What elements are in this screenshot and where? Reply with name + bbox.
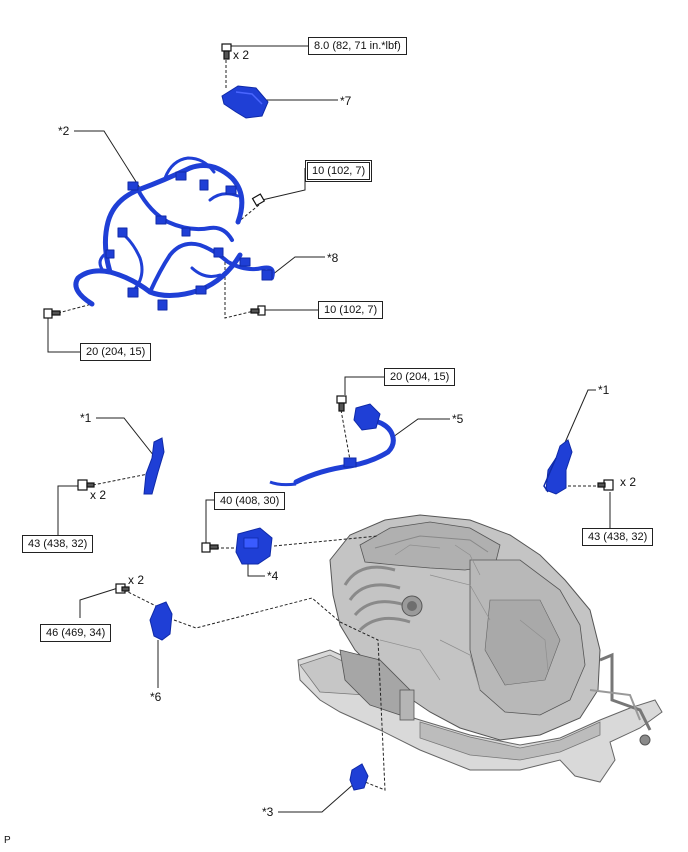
bolt-icon-item5 [336, 395, 347, 412]
bolt-icons [43, 43, 614, 594]
callout-part-8: *8 [327, 251, 339, 265]
torque-spec-left-bracket: 43 (438, 32) [22, 535, 94, 553]
bolt-icon-item6 [115, 583, 130, 594]
callout-part-1-left: *1 [80, 411, 92, 425]
bolt-icon-right-bracket [597, 479, 614, 491]
callout-part-3: *3 [262, 805, 274, 819]
torque-spec-harness-lower: 10 (102, 7) [318, 301, 384, 319]
bolt-icon-top [221, 43, 232, 60]
torque-spec-harness-upper: 10 (102, 7) [305, 160, 373, 182]
torque-spec-right-bracket: 43 (438, 32) [582, 528, 654, 546]
callout-part-5: *5 [452, 412, 464, 426]
torque-spec-item5: 20 (204, 15) [384, 368, 456, 386]
torque-spec-top: 8.0 (82, 71 in.*lbf) [308, 37, 407, 55]
corner-label: P [4, 835, 11, 846]
quantity-top: x 2 [233, 48, 250, 62]
torque-spec-item4: 40 (408, 30) [214, 492, 286, 510]
torque-spec-item6: 46 (469, 34) [40, 624, 112, 642]
part-4-bracket [235, 527, 273, 565]
callout-part-4: *4 [267, 569, 279, 583]
quantity-right-bracket: x 2 [620, 475, 637, 489]
part-5-wire [269, 403, 396, 487]
callout-part-7: *7 [340, 94, 352, 108]
part-3-clip [349, 763, 369, 791]
quantity-left-bracket: x 2 [90, 488, 107, 502]
solid-leader-lines [47, 45, 611, 813]
part-7-cover [221, 85, 269, 119]
engine-assembly-illustration [297, 514, 663, 783]
torque-spec-harness-left: 20 (204, 15) [80, 343, 152, 361]
quantity-item6: x 2 [128, 573, 145, 587]
bolt-icon-left-bracket [77, 479, 95, 491]
bolt-icon-harness-lower [250, 305, 266, 316]
callout-part-6: *6 [150, 690, 162, 704]
bolt-icon-item4 [201, 542, 219, 553]
part-6-plate [149, 601, 173, 641]
part-2-engine-wire-harness [73, 156, 275, 311]
callout-part-2: *2 [58, 124, 70, 138]
bolt-icon-harness-upper [251, 193, 266, 207]
part-1-left-bracket [143, 437, 165, 495]
bolt-icon-harness-left [43, 308, 61, 319]
callout-part-1-right: *1 [598, 383, 610, 397]
part-1-right-bracket [543, 439, 573, 495]
